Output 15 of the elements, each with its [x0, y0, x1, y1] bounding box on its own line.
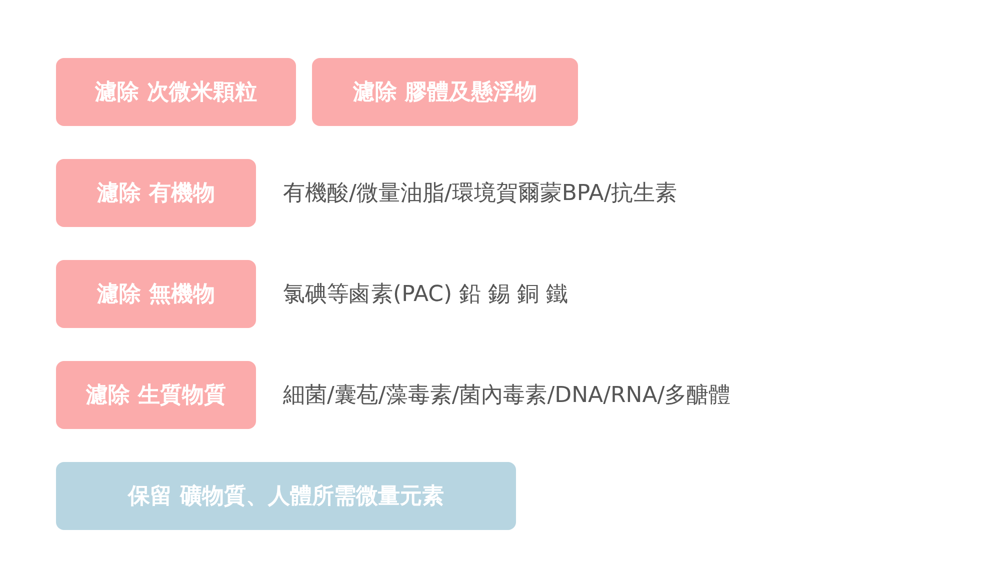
tag-label: 保留 礦物質、人體所需微量元素 [128, 482, 444, 510]
tag-label: 濾除 次微米顆粒 [95, 78, 257, 106]
filter-tag [56, 260, 256, 328]
filter-tag [56, 159, 256, 227]
filter-tag [56, 361, 256, 429]
filter-tag [312, 58, 578, 126]
tag-label: 濾除 有機物 [97, 180, 215, 208]
tag-label: 濾除 膠體及懸浮物 [353, 78, 537, 106]
description-text: 氯碘等鹵素(PAC) 鉛 錫 銅 鐵 [283, 280, 568, 308]
description-text: 有機酸/微量油脂/環境賀爾蒙BPA/抗生素 [283, 180, 678, 208]
tag-label: 濾除 無機物 [97, 280, 215, 308]
filter-tag [56, 58, 296, 126]
description-text: 細菌/囊苞/藻毒素/菌內毒素/DNA/RNA/多醣體 [283, 382, 731, 410]
filter-tag [56, 462, 516, 530]
tag-label: 濾除 生質物質 [86, 382, 226, 410]
